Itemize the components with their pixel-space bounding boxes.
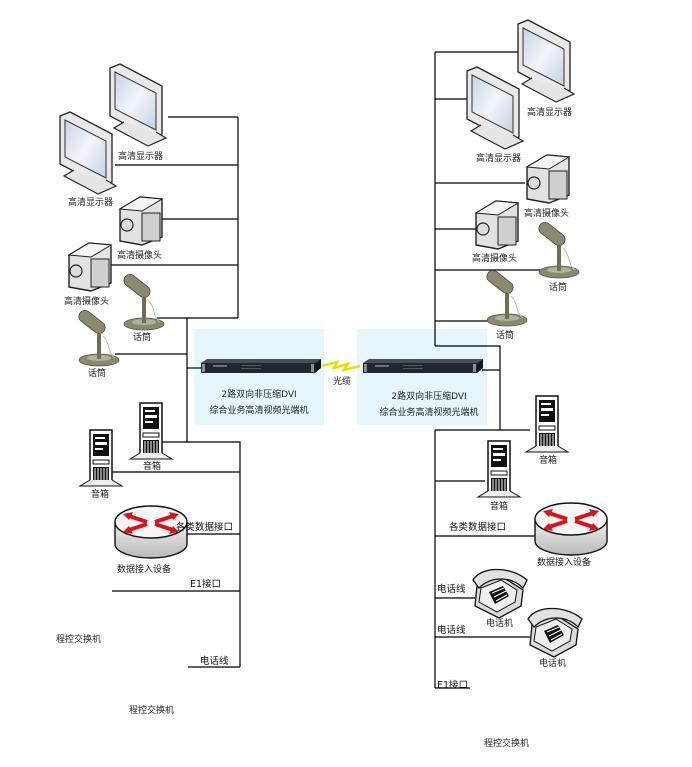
- right-router-label: 数据接入设备: [537, 556, 591, 568]
- left-speaker-2-label: 音箱: [91, 488, 109, 500]
- left-camera-2-label: 高清摄像头: [64, 295, 109, 307]
- left-speaker-1-label: 音箱: [143, 460, 161, 472]
- fiber-link-bolt: [321, 360, 361, 372]
- right-router-link-label: 各类数据接口: [449, 521, 506, 533]
- right-camera-1-label: 高清摄像头: [524, 207, 569, 219]
- right-phone-2: [527, 607, 583, 658]
- right-phone-2-link-label: 电话线: [437, 624, 466, 636]
- right-mic-2-label: 话筒: [496, 329, 514, 341]
- right-data-access-router: [533, 501, 609, 557]
- left-monitor-2-label: 高清显示器: [68, 196, 113, 208]
- right-phone-1-link-label: 电话线: [437, 583, 466, 595]
- right-camera-1: [526, 154, 570, 204]
- left-pbx-1-label: 程控交换机: [56, 633, 101, 645]
- left-pbx-2-link-label: 电话线: [200, 655, 229, 667]
- right-fiber-transceiver: [363, 359, 483, 373]
- right-pbx-label: 程控交换机: [484, 737, 529, 749]
- right-transceiver-panel: [357, 329, 487, 425]
- right-phone-1-label: 电话机: [486, 617, 513, 629]
- right-monitor-1-label: 高清显示器: [527, 106, 572, 118]
- left-camera-1-label: 高清摄像头: [117, 249, 162, 261]
- left-router-label: 数据接入设备: [117, 563, 171, 575]
- right-camera-2: [475, 200, 519, 250]
- right-phone-1: [472, 568, 528, 619]
- left-router-link-label: 各类数据接口: [176, 521, 233, 533]
- left-transceiver-panel: [194, 329, 324, 425]
- right-speaker-2: [477, 440, 521, 498]
- right-monitor-1: [517, 19, 575, 103]
- left-monitor-1: [109, 63, 167, 147]
- right-transceiver-line1: 2路双向非压缩DVI: [391, 390, 466, 402]
- left-mic-1: [120, 271, 165, 331]
- right-wiring: [434, 51, 540, 689]
- left-monitor-2: [59, 111, 117, 195]
- right-transceiver-line2: 综合业务高清视频光端机: [379, 406, 478, 418]
- left-transceiver-line2: 综合业务高清视频光端机: [209, 404, 308, 416]
- right-pbx-link-label: E1接口: [437, 679, 468, 691]
- right-speaker-1-label: 音箱: [539, 454, 557, 466]
- right-phone-2-label: 电话机: [539, 657, 566, 669]
- left-speaker-2: [79, 429, 123, 487]
- right-speaker-1: [525, 395, 569, 453]
- left-mic-2: [75, 307, 120, 367]
- right-speaker-2-label: 音箱: [490, 500, 508, 512]
- right-monitor-2-label: 高清显示器: [476, 152, 521, 164]
- left-speaker-1: [129, 402, 173, 460]
- left-wiring: [106, 116, 241, 668]
- left-pbx-1-link-label: E1接口: [190, 578, 221, 590]
- left-mic-1-label: 话筒: [133, 331, 151, 343]
- left-camera-1: [119, 196, 163, 246]
- left-camera-2: [68, 242, 112, 292]
- right-monitor-2: [466, 66, 524, 150]
- left-monitor-1-label: 高清显示器: [118, 150, 163, 162]
- left-transceiver-line1: 2路双向非压缩DVI: [221, 388, 296, 400]
- right-mic-2: [483, 267, 528, 327]
- fiber-link-label: 光缆: [333, 375, 351, 387]
- right-mic-1: [535, 219, 580, 279]
- left-pbx-2-label: 程控交换机: [129, 704, 174, 716]
- right-camera-2-label: 高清摄像头: [472, 252, 517, 264]
- left-mic-2-label: 话筒: [88, 367, 106, 379]
- left-fiber-transceiver: [201, 359, 321, 373]
- right-mic-1-label: 话筒: [549, 281, 567, 293]
